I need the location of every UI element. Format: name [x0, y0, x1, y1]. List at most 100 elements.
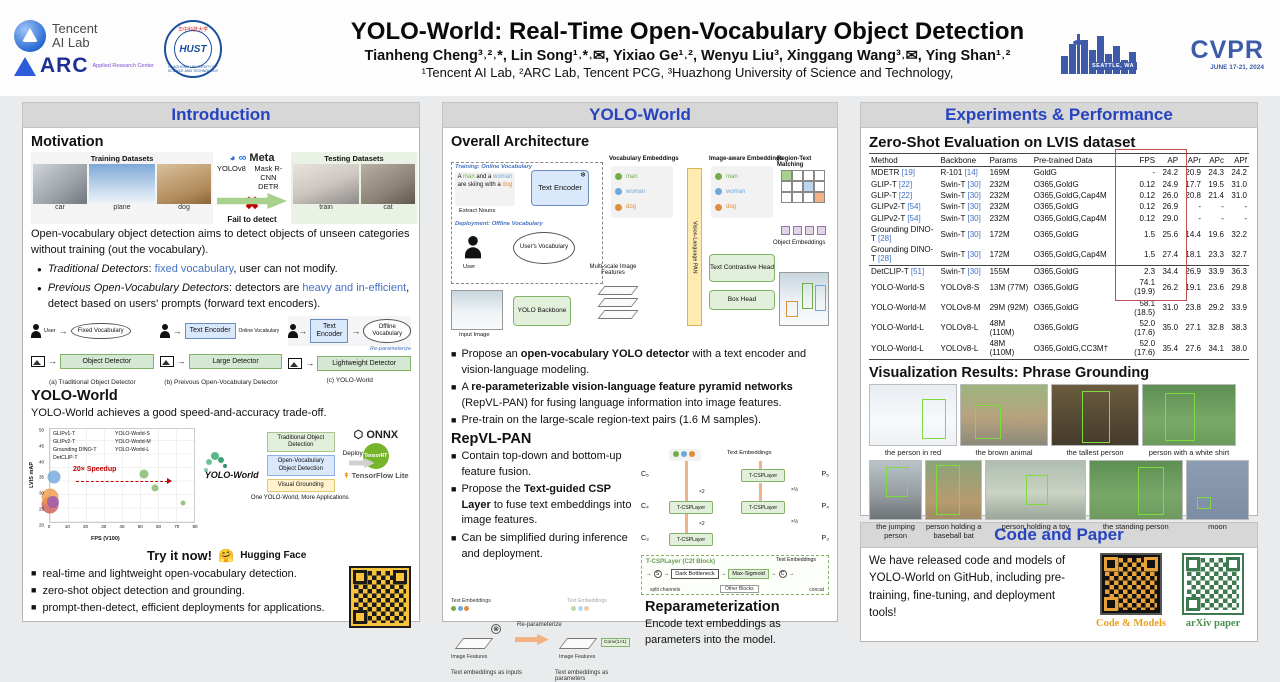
- image-icon: [288, 357, 303, 369]
- conv-box: Conv(1×1): [601, 638, 630, 648]
- viz-image: [985, 459, 1086, 520]
- viz-image: [1142, 383, 1236, 446]
- dark-bottleneck-box: Dark Bottleneck: [671, 569, 719, 580]
- applications-diagram: YOLO-World Traditional Object Detection …: [204, 424, 375, 544]
- diagram-previous-ovd: → Text Encoder Online Vocabulary → Large…: [159, 316, 283, 386]
- extract-nouns-label: Extract Nouns: [459, 208, 496, 214]
- viz-image: [869, 383, 957, 446]
- box-head-box: Box Head: [709, 290, 775, 310]
- vision-language-pan-bar: Vision-Language PAN: [687, 168, 702, 326]
- yolov8-logo-icon: ◕: [229, 152, 236, 164]
- training-datasets-label: Training Datasets: [90, 154, 154, 163]
- table-row: GLIPv2-T [54] Swin-T [30] 232M O365,Gold…: [871, 202, 1247, 212]
- viz-image: [1186, 459, 1249, 520]
- yolo-world-panel: Overall Architecture Training: Online Vo…: [442, 128, 838, 682]
- diagram-traditional-detector: User → Fixed Vocabulary → Object Detecto…: [31, 316, 154, 386]
- repvl-bullet-1: Contain top-down and bottom-up feature f…: [451, 449, 637, 480]
- users-vocabulary-cloud: User's Vocabulary: [513, 232, 575, 264]
- overall-architecture-heading: Overall Architecture: [451, 134, 590, 150]
- fail-to-detect-label: Fail to detect: [227, 215, 277, 224]
- viz-image: [960, 383, 1048, 446]
- poster-affiliations: ¹Tencent AI Lab, ²ARC Lab, Tencent PCG, …: [421, 65, 954, 80]
- hust-chinese-name: 华中科技大学: [177, 27, 208, 33]
- traditional-detection-box: Traditional Object Detection: [266, 431, 335, 453]
- introduction-panel: Motivation Training Datasets car plane d…: [22, 128, 420, 628]
- table-row: GLIP-T [22] Swin-T [30] 232M O365,GoldG …: [871, 179, 1247, 189]
- multiscale-label: Multi-scale Image Features: [589, 264, 637, 276]
- testing-datasets-label: Testing Datasets: [324, 154, 384, 163]
- table-row: YOLO-World-L YOLOv8-L 48M (110M) O365,Go…: [869, 338, 1249, 360]
- visual-grounding-box: Visual Grounding: [266, 478, 335, 492]
- code-models-qr-label: Code & Models: [1096, 618, 1166, 629]
- cvpr-dates: JUNE 17-21, 2024: [1210, 64, 1264, 71]
- image-icon: [159, 355, 174, 367]
- reparameterization-text: Encode text embeddings as parameters int…: [645, 618, 781, 646]
- feature-prompt: prompt-then-detect, efficient deployment…: [31, 600, 341, 617]
- reparameterize-note: Re-parameterize: [370, 346, 412, 353]
- table-row: YOLO-World-M YOLOv8-M 29M (92M) O365,Gol…: [871, 298, 1247, 317]
- cvpr-logo: SEATTLE, WA CVPR JUNE 17-21, 2024: [1061, 24, 1266, 74]
- tencent-ai-lab-logo: Tencent AI Lab: [14, 20, 154, 52]
- code-release-text: We have released code and models of YOLO…: [869, 555, 1066, 619]
- architecture-diagram: Training: Online Vocabulary Deployment: …: [451, 152, 829, 344]
- other-blocks-box: Other Blocks: [720, 585, 759, 594]
- table-row: YOLO-World-L YOLOv8-L 48M (110M) O365,Go…: [871, 318, 1247, 337]
- table-row: MDETR [19] R-101 [14] 169M GoldG - 24.2 …: [871, 168, 1247, 178]
- t-csplayer-box: T-CSPLayer: [741, 501, 785, 515]
- hust-mark: HUST: [173, 30, 212, 68]
- text-encoder-box: Text Encoder: [184, 322, 236, 340]
- deploy-label: Deploy: [342, 449, 363, 457]
- image-aware-embeddings-label: Image-aware Embeddings: [709, 156, 784, 162]
- t-csplayer-box: T-CSPLayer: [669, 533, 713, 547]
- text-embeddings-dots: [669, 449, 701, 462]
- viz-image: [925, 459, 983, 520]
- bullet-traditional-detectors: Traditional Detectors: fixed vocabulary,…: [37, 262, 411, 277]
- region-text-matching-grid: [781, 170, 825, 203]
- hugging-face-qr-code: [349, 565, 411, 628]
- feature-list: real-time and lightweight open-vocabular…: [31, 566, 341, 628]
- table-row: Grounding DINO-T [28] Swin-T [30] 172M O…: [871, 245, 1247, 264]
- lvis-table-heading: Zero-Shot Evaluation on LVIS dataset: [869, 134, 1136, 151]
- user-icon: [288, 324, 299, 339]
- arc-logo: ARC Applied Research Center: [14, 54, 154, 78]
- left-logos: Tencent AI Lab ARC Applied Research Cent…: [14, 20, 314, 78]
- user-icon: [31, 324, 41, 339]
- deployment-targets: ⬡ ONNX TensorRT ↟ TensorFlow Lite: [343, 428, 409, 480]
- poster-authors: Tianheng Cheng³˒²˒*, Lin Song¹˒*˒✉, Yixi…: [364, 48, 1011, 64]
- open-vocab-detection-box: Open-Vocabulary Object Detection: [266, 455, 335, 476]
- multiscale-features-icon: [597, 286, 639, 322]
- input-sentence: A man and a woman are skiing with a dog: [455, 172, 515, 206]
- output-image-thumbnail: [779, 272, 829, 326]
- yolo-world-heading: YOLO-World: [31, 388, 118, 405]
- yolo-backbone-box: YOLO Backbone: [513, 296, 571, 326]
- tencent-line2: AI Lab: [52, 35, 90, 50]
- viz-row-1: the person in red the brown animal the t…: [869, 383, 1249, 457]
- experiments-section-header: Experiments & Performance: [860, 102, 1258, 128]
- arch-bullet-2: A re-parameterizable vision-language fea…: [451, 380, 829, 411]
- arch-bullet-3: Pre-train on the large-scale region-text…: [451, 413, 829, 429]
- yolo-world-logo-text: YOLO-World: [204, 469, 259, 480]
- table-row: DetCLIP-T [51] Swin-T [30] 155M O365,Gol…: [869, 264, 1249, 277]
- multiply-icon: ⊗: [491, 624, 501, 635]
- fixed-vocabulary-cloud: Fixed Vocabulary: [70, 322, 131, 340]
- visualization-heading: Visualization Results: Phrase Grounding: [869, 364, 1150, 381]
- detector-comparison-diagrams: User → Fixed Vocabulary → Object Detecto…: [31, 316, 412, 386]
- experiments-panel: Zero-Shot Evaluation on LVIS dataset Met…: [860, 128, 1258, 540]
- repvl-pan-diagram: Text Embeddings C₅ C₄ C₃ P₅ P₄ P₃ T-CSPL…: [641, 449, 829, 553]
- repvl-pan-heading: RepVL-PAN: [451, 431, 532, 448]
- hust-logo: 华中科技大学 HUST HUAZHONG UNIVERSITY OF SCIEN…: [163, 20, 222, 78]
- reparameterize-diagram: Text Embeddings ⊗ Image Features Text em…: [451, 598, 637, 682]
- text-encoder-box: Text Encoder: [310, 318, 349, 344]
- arch-bullet-1: Propose an open-vocabulary YOLO detector…: [451, 347, 829, 378]
- repvl-bullet-2: Propose the Text-guided CSP Layer to fus…: [451, 482, 637, 529]
- table-header-row: Method Backbone Params Pre-trained Data …: [869, 153, 1249, 167]
- table-row: GLIP-T [22] Swin-T [30] 232M O365,GoldG,…: [871, 190, 1247, 200]
- hugging-face-icon: 🤗: [218, 547, 235, 563]
- speedup-arrow: [76, 478, 172, 485]
- arxiv-qr-code: [1182, 553, 1244, 615]
- arc-wordmark: ARC: [40, 54, 89, 77]
- motivation-heading: Motivation: [31, 134, 104, 150]
- viz-image: [1051, 383, 1139, 446]
- text-contrastive-head-box: Text Contrastive Head: [709, 254, 775, 282]
